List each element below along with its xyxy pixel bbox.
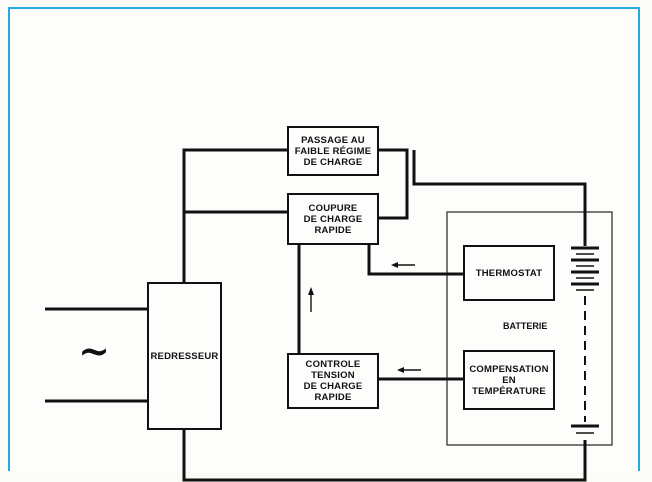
batterie-label: BATTERIE [503,321,548,331]
battery-cells [571,246,599,434]
compensation-temperature-box: COMPENSATION EN TEMPÉRATURE [463,350,555,410]
arrow-compensation-head [397,367,404,373]
ac-symbol: ~ [78,328,110,373]
redresseur-box: REDRESSEUR [147,282,222,430]
thermostat-label: THERMOSTAT [475,267,543,279]
coupure-charge-rapide-box: COUPURE DE CHARGE RAPIDE [287,193,379,245]
wire-return [182,430,587,482]
redresseur-label: REDRESSEUR [150,350,219,362]
arrow-up-head [308,287,314,295]
wire-rectifier-to-branches [182,148,287,282]
thermostat-box: THERMOSTAT [463,245,555,301]
passage-faible-regime-label: PASSAGE AU FAIBLE RÉGIME DE CHARGE [294,134,372,168]
passage-faible-regime-box: PASSAGE AU FAIBLE RÉGIME DE CHARGE [287,126,379,176]
arrow-thermostat-head [391,262,398,268]
compensation-temperature-label: COMPENSATION EN TEMPÉRATURE [469,363,549,397]
wire-thermostat-to-coupure [367,245,463,276]
controle-tension-box: CONTROLE TENSION DE CHARGE RAPIDE [287,353,379,409]
coupure-charge-rapide-label: COUPURE DE CHARGE RAPIDE [303,202,363,236]
controle-tension-label: CONTROLE TENSION DE CHARGE RAPIDE [303,359,363,403]
wire-passage-out [379,148,409,220]
battery-enclosure [446,211,613,446]
wire-to-battery-top [412,150,587,246]
